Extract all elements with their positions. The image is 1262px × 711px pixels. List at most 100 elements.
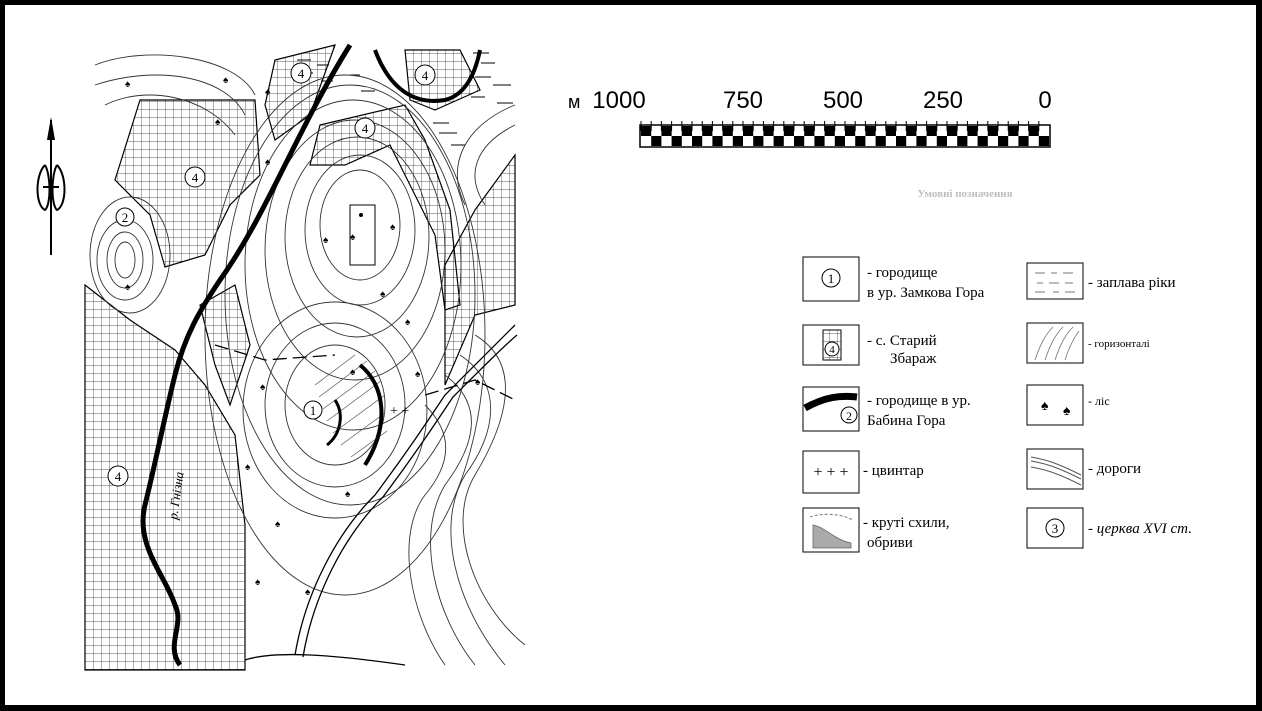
scale-segment	[804, 126, 815, 136]
legend-item-roads: - дороги	[1026, 448, 1141, 490]
scale-segment	[845, 126, 856, 136]
village-icon: 4	[822, 329, 842, 361]
svg-text:1: 1	[828, 271, 835, 286]
scale-segment	[722, 126, 733, 136]
marker-village-northeast: 4	[414, 64, 436, 86]
forest-icon: ♠♠	[1041, 399, 1071, 419]
marker-village-center: 4	[354, 117, 376, 139]
scale-segment	[763, 126, 774, 136]
legend-item-village: 4 - с. Старий Збараж	[802, 324, 937, 367]
svg-text:♠: ♠	[305, 587, 311, 598]
legend-header: Умовні позначення	[917, 188, 1012, 200]
scale-bar-segments	[640, 121, 1049, 146]
svg-text:4: 4	[829, 344, 835, 356]
site-1-hatch	[314, 354, 388, 458]
legend-label: - заплава ріки	[1088, 275, 1176, 291]
scale-segment	[998, 136, 1009, 146]
svg-text:4: 4	[422, 68, 429, 83]
legend-label: - круті схили,	[863, 515, 950, 531]
scale-segment	[1008, 126, 1019, 136]
scale-segment	[865, 126, 876, 136]
legend-label: Бабина Гора	[867, 413, 946, 429]
cemetery-icon: + + +	[813, 464, 848, 481]
scale-tick-label: 1000	[592, 87, 645, 114]
marker-village-northwest: 4	[184, 166, 206, 188]
scale-segment	[834, 136, 845, 146]
legend: Умовні позначення 1 - городище в ур. Зам…	[802, 188, 1192, 553]
svg-text:♠: ♠	[390, 222, 396, 233]
forest-symbols: ♠♠♠♠ ♠♠♠♠ ♠♠♠♠ ♠♠♠♠ ♠♠♠♠	[125, 75, 481, 598]
svg-text:3: 3	[1052, 521, 1059, 536]
scale-segment	[661, 126, 672, 136]
scale-tick-label: 500	[823, 87, 863, 114]
scale-segment	[967, 126, 978, 136]
legend-label: - дороги	[1088, 461, 1141, 477]
marker-site-2: 2	[115, 207, 135, 227]
svg-text:4: 4	[362, 121, 369, 136]
steep-slopes-icon	[809, 513, 854, 549]
scale-segment	[1038, 136, 1049, 146]
scale-segment	[906, 126, 917, 136]
scale-segment	[692, 136, 703, 146]
scale-segment	[875, 136, 886, 146]
site-1-rampart-inner	[326, 399, 342, 447]
scale-segment	[936, 136, 947, 146]
scale-segment	[855, 136, 866, 146]
site-1-rampart	[358, 363, 384, 467]
scale-segment	[977, 136, 988, 146]
legend-item-forest: ♠♠ - ліс	[1026, 384, 1110, 426]
scale-segment	[896, 136, 907, 146]
contours-icon	[1034, 326, 1080, 361]
svg-text:♠: ♠	[255, 577, 261, 588]
svg-text:♠: ♠	[1063, 404, 1071, 419]
thick-line-icon: 2	[803, 392, 858, 424]
svg-text:♠: ♠	[380, 289, 386, 300]
svg-text:1: 1	[310, 403, 317, 418]
scale-segment	[885, 126, 896, 136]
legend-item-church: 3 - церква XVI ст.	[1026, 507, 1192, 549]
circle-1-icon: 1	[821, 268, 841, 288]
river	[140, 43, 353, 667]
legend-item-contours: - горизонталі	[1026, 322, 1150, 364]
circle-3-icon: 3	[1045, 518, 1065, 538]
svg-text:♠: ♠	[345, 489, 351, 500]
village-area-north	[264, 44, 336, 141]
map-number-markers: 4 4 4 4 4 1 2	[107, 62, 436, 487]
svg-text:♠: ♠	[223, 75, 229, 86]
svg-text:♠: ♠	[415, 369, 421, 380]
church-building	[349, 204, 376, 266]
topographic-map: р. Гнізна ♠♠♠♠ ♠♠♠♠ ♠♠♠♠ ♠♠♠♠ ♠♠♠♠ 4 4 4…	[36, 43, 526, 671]
scale-segment	[916, 136, 927, 146]
scale-segment	[987, 126, 998, 136]
scale-segment	[824, 126, 835, 136]
scale-tick-label: 0	[1038, 87, 1051, 114]
village-area-west	[84, 283, 246, 671]
scale-tick-label: 250	[923, 87, 963, 114]
legend-item-cemetery: + + + - цвинтар	[802, 450, 924, 494]
svg-text:♠: ♠	[350, 367, 356, 378]
svg-text:4: 4	[298, 66, 305, 81]
village-area-southwest-center	[199, 284, 251, 407]
river-label: р. Гнізна	[165, 470, 187, 521]
legend-item-site-2: 2 - городище в ур. Бабина Гора	[802, 386, 971, 432]
svg-text:♠: ♠	[260, 382, 266, 393]
legend-item-floodplain: - заплава ріки	[1026, 262, 1176, 300]
svg-text:♠: ♠	[405, 317, 411, 328]
north-arrow-icon	[36, 117, 66, 255]
svg-text:♠: ♠	[323, 235, 329, 246]
marker-village-west: 4	[107, 465, 129, 487]
scale-segment	[651, 136, 662, 146]
svg-text:4: 4	[192, 170, 199, 185]
legend-item-site-1: 1 - городище в ур. Замкова Гора	[802, 256, 985, 302]
marker-village-north: 4	[290, 62, 312, 84]
legend-label: - с. Старий	[867, 333, 937, 349]
legend-label: - цвинтар	[863, 463, 924, 479]
legend-label: - церква XVI ст.	[1088, 521, 1192, 537]
svg-text:♠: ♠	[350, 232, 356, 243]
scale-segment	[1028, 126, 1039, 136]
legend-item-steep-slopes: - круті схили, обриви	[802, 507, 950, 553]
scale-segment	[814, 136, 825, 146]
scale-segment	[1018, 136, 1029, 146]
svg-text:♠: ♠	[125, 79, 131, 90]
